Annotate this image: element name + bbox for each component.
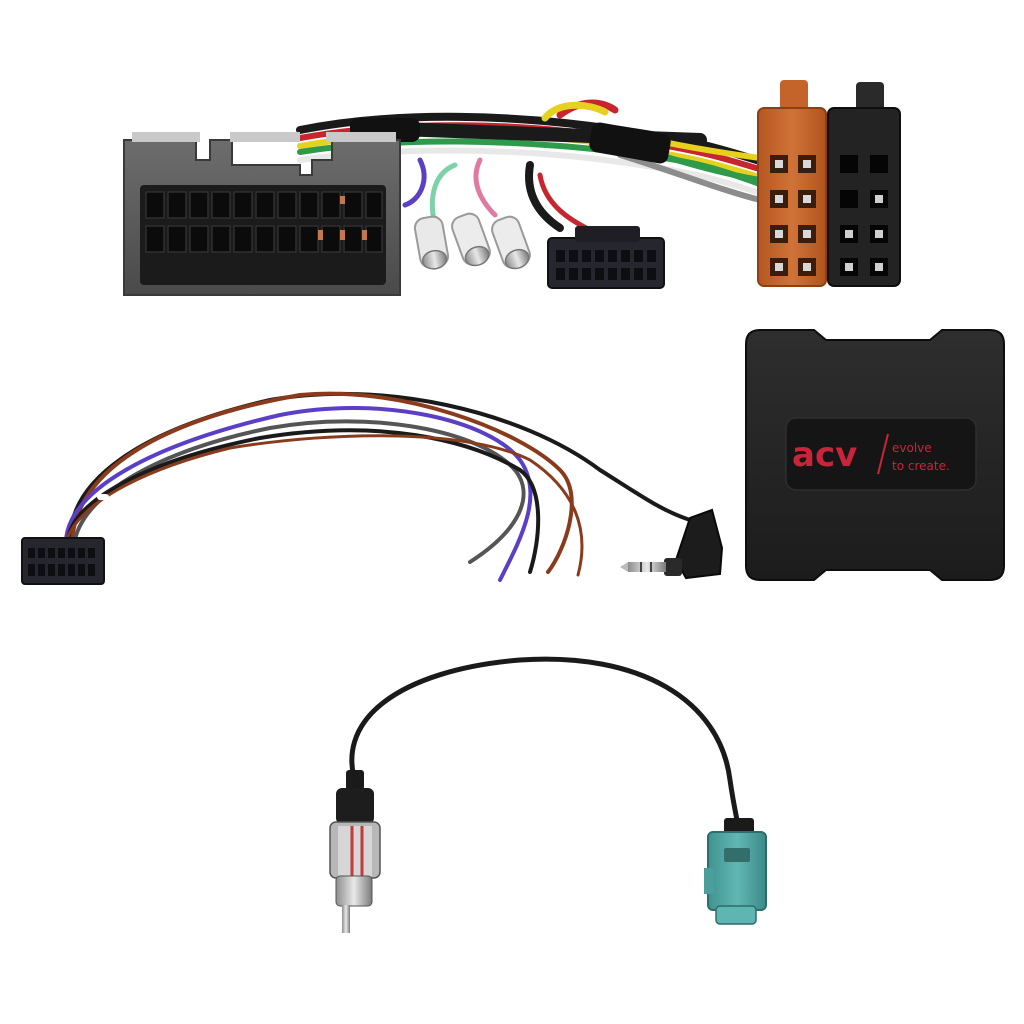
steering-wheel-interface-box: acv evolve to create. [745, 329, 1005, 581]
iso-power-connector [757, 80, 827, 287]
din-antenna-adapter [329, 656, 743, 933]
copper-terminals [318, 196, 367, 240]
radio-connector [547, 226, 665, 289]
patch-lead [63, 391, 692, 582]
logo-divider [877, 433, 889, 475]
patch-lead-connector [21, 537, 105, 585]
pin-grid-top [145, 191, 383, 219]
vehicle-harness-connector [123, 132, 401, 296]
harness-wires [296, 99, 794, 233]
brand-logo: acv [792, 435, 857, 475]
pin-grid-bottom [145, 225, 383, 253]
slogan-line-2: to create. [892, 459, 950, 473]
fakra-antenna-plug [704, 818, 767, 925]
ring-terminals [413, 212, 531, 270]
radio-connector-pins [556, 250, 656, 280]
iso-speaker-connector [827, 82, 901, 287]
slogan-line-1: evolve [892, 441, 932, 455]
jack-plug-3.5mm [620, 508, 724, 580]
